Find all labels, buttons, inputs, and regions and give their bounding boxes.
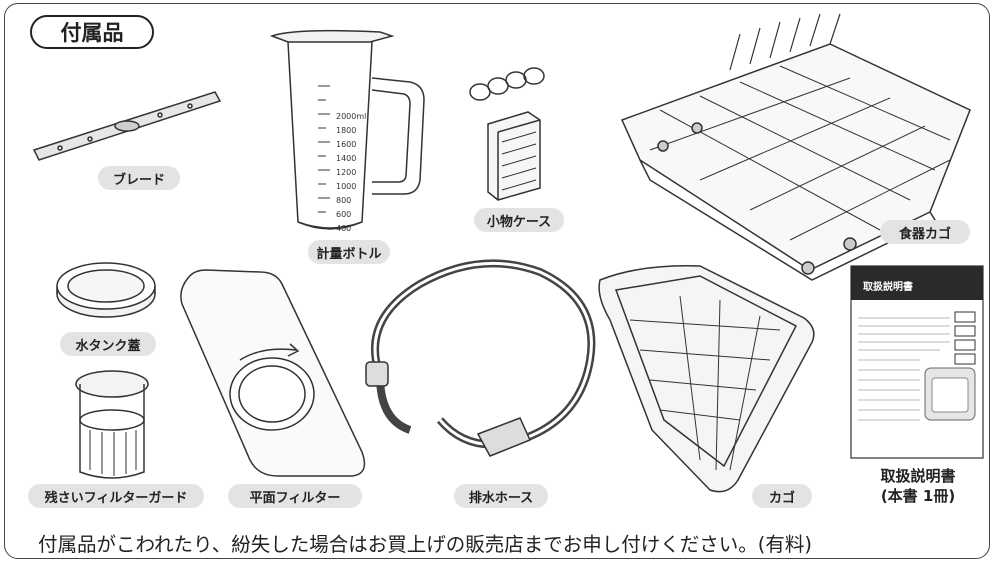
bottle-scale: 2000ml 1800 1600 1400 1200 1000 800 600 … <box>336 110 366 236</box>
label-water-tank-lid: 水タンク蓋 <box>60 332 156 356</box>
bottle-scale-mark: 1200 <box>336 168 357 177</box>
basket-illustration <box>598 265 815 493</box>
label-dish-basket: 食器カゴ <box>880 220 970 244</box>
manual-cover-title: 取扱説明書 <box>863 282 913 293</box>
section-title: 付属品 <box>30 15 154 49</box>
label-drain-hose: 排水ホース <box>454 484 548 508</box>
label-blade: ブレード <box>98 166 180 190</box>
label-manual-line1: 取扱説明書 <box>880 467 956 485</box>
bottle-scale-mark: 1600 <box>336 140 357 149</box>
accessories-frame <box>4 3 990 559</box>
label-residue-filter-guard: 残さいフィルターガード <box>28 484 204 508</box>
label-small-case: 小物ケース <box>474 208 564 232</box>
bottle-scale-mark: 1800 <box>336 126 357 135</box>
bottle-scale-mark: 1400 <box>336 154 357 163</box>
manual-illustration <box>850 265 984 459</box>
bottle-scale-mark: 400 <box>336 224 352 233</box>
label-manual-line2: (本書 1冊) <box>880 487 956 505</box>
small-case-illustration <box>469 67 545 201</box>
residue-filter-guard-illustration <box>75 370 149 479</box>
label-manual: 取扱説明書 (本書 1冊) <box>858 466 978 506</box>
label-flat-filter: 平面フィルター <box>228 484 362 508</box>
dish-basket-illustration <box>620 13 971 281</box>
water-tank-lid-illustration <box>56 262 156 318</box>
bottle-scale-mark: 600 <box>336 210 352 219</box>
blade-illustration <box>32 91 222 161</box>
flat-filter-illustration <box>180 269 366 477</box>
label-basket: カゴ <box>752 484 812 508</box>
measuring-bottle-illustration <box>269 29 425 230</box>
bottle-scale-mark: 800 <box>336 196 352 205</box>
footer-note: 付属品がこわれたり、紛失した場合はお買上げの販売店までお申し付けください。(有料… <box>38 533 812 556</box>
bottle-scale-mark: 1000 <box>336 182 357 191</box>
label-measuring-bottle: 計量ボトル <box>308 240 390 264</box>
bottle-scale-mark: 2000ml <box>336 112 367 121</box>
